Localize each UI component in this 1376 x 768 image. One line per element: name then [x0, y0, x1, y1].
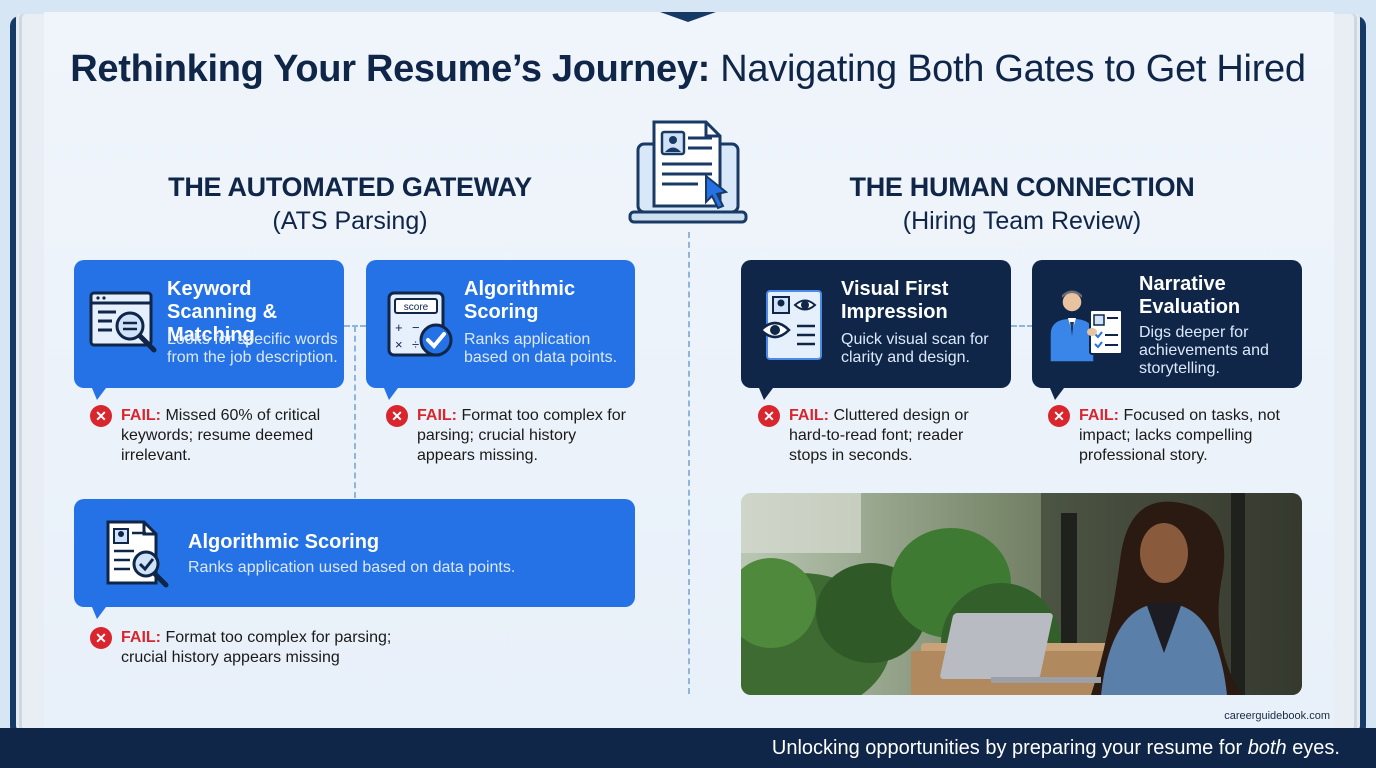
- reviewer-person-icon: [1044, 288, 1128, 369]
- connector-dash: [1011, 325, 1033, 327]
- fail-label: FAIL:: [121, 407, 161, 424]
- fail-text: Format too complex for parsing; crucial …: [121, 629, 392, 666]
- visual-first-impression-card: Visual First Impression Quick visual sca…: [741, 260, 1011, 400]
- resume-check-icon: [104, 519, 174, 594]
- svg-text:−: −: [412, 320, 420, 335]
- woman-on-laptop-photo: [741, 493, 1302, 695]
- right-subheading: (Hiring Team Review): [902, 207, 1142, 235]
- footer-banner: Unlocking opportunities by preparing you…: [0, 728, 1376, 768]
- right-heading: THE HUMAN CONNECTION: [849, 172, 1195, 202]
- title-bold: Rethinking Your Resume’s Journey:: [70, 48, 711, 90]
- card-description: Ranks application ɯsed based on data poi…: [188, 559, 516, 576]
- score-calculator-icon: score + − × ÷: [386, 290, 456, 365]
- card-description: Ranks application based on data points.: [464, 331, 618, 366]
- fail-x-icon: ✕: [386, 405, 408, 427]
- card-pointer: [384, 388, 398, 400]
- svg-text:+: +: [395, 320, 403, 335]
- fail-label: FAIL:: [417, 407, 457, 424]
- fail-label: FAIL:: [789, 407, 829, 424]
- footer-text-emphasis: both: [1247, 737, 1287, 759]
- card-pointer: [92, 607, 106, 619]
- spine-notch: [660, 12, 716, 22]
- fail-text: Focused on tasks, not impact; lacks comp…: [1079, 407, 1280, 464]
- center-divider: [688, 232, 690, 694]
- card-title: Keyword Scanning & Matching: [167, 278, 278, 346]
- card-title: Algorithmic Scoring: [188, 531, 380, 553]
- fail-x-icon: ✕: [90, 405, 112, 427]
- page-title: Rethinking Your Resume’s Journey: Naviga…: [0, 48, 1376, 91]
- narrative-evaluation-card: Narrative Evaluation Digs deeper for ach…: [1032, 260, 1302, 400]
- footer-text: Unlocking opportunities by preparing you…: [772, 737, 1340, 760]
- left-heading: THE AUTOMATED GATEWAY: [168, 172, 532, 202]
- card-title: Visual First Impression: [841, 278, 949, 323]
- footer-text-pre: Unlocking opportunities by preparing you…: [771, 737, 1243, 759]
- laptop-resume-cursor-icon: [628, 118, 748, 233]
- eye-document-icon: [759, 288, 829, 367]
- left-subheading: (ATS Parsing): [272, 207, 428, 235]
- card-description: Looks for specific words from the job de…: [167, 331, 338, 366]
- fail-x-icon: ✕: [90, 627, 112, 649]
- magnifier-document-icon: [88, 290, 162, 365]
- fail-label: FAIL:: [1079, 407, 1119, 424]
- title-rest: Navigating Both Gates to Get Hired: [720, 48, 1306, 90]
- algorithmic-scoring-card: score + − × ÷ Algorithmic Scoring Ranks …: [366, 260, 635, 400]
- card-pointer: [1050, 388, 1064, 400]
- fail-label: FAIL:: [121, 629, 161, 646]
- left-section-heading: THE AUTOMATED GATEWAY (ATS Parsing): [130, 172, 570, 236]
- svg-text:÷: ÷: [412, 337, 419, 352]
- card-description: Digs deeper for achievements and storyte…: [1139, 324, 1269, 377]
- fail-text: Format too complex for parsing; crucial …: [417, 407, 626, 464]
- card-pointer: [92, 388, 106, 400]
- fail-x-icon: ✕: [758, 405, 780, 427]
- right-section-heading: THE HUMAN CONNECTION (Hiring Team Review…: [800, 172, 1244, 236]
- footer-text-post: eyes.: [1292, 737, 1340, 759]
- fail-x-icon: ✕: [1048, 405, 1070, 427]
- svg-text:×: ×: [395, 337, 403, 352]
- card-pointer: [759, 388, 773, 400]
- card-title: Algorithmic Scoring: [464, 278, 576, 323]
- card-title: Narrative Evaluation: [1139, 273, 1241, 318]
- icon-score-text: score: [404, 302, 429, 313]
- card-description: Quick visual scan for clarity and design…: [841, 331, 989, 366]
- keyword-scanning-card: Keyword Scanning & Matching Looks for sp…: [74, 260, 344, 400]
- source-credit: careerguidebook.com: [1224, 710, 1330, 722]
- algorithmic-scoring-wide-card: Algorithmic Scoring Ranks application ɯs…: [74, 499, 635, 619]
- fail-text: Missed 60% of critical keywords; resume …: [121, 407, 321, 464]
- connector-dash: [354, 326, 356, 498]
- fail-text: Cluttered design or hard-to-read font; r…: [789, 407, 969, 464]
